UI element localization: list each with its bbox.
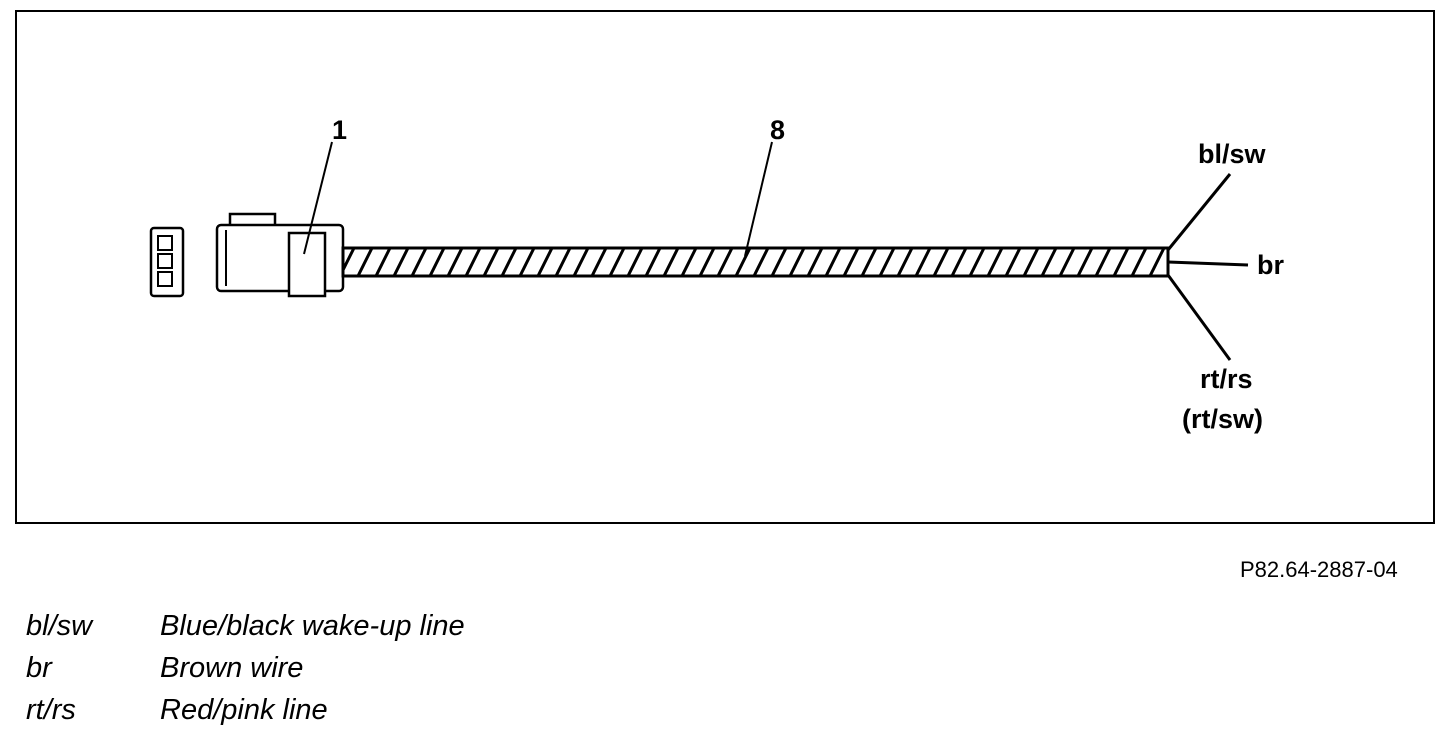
wire-label-br: br: [1257, 250, 1284, 280]
wire-label-rtsw: (rt/sw): [1182, 404, 1263, 434]
wire-label-rtrs: rt/rs: [1200, 364, 1253, 394]
legend-description: Red/pink line: [160, 693, 328, 726]
legend-row: br Brown wire: [26, 647, 465, 689]
legend: bl/sw Blue/black wake-up line br Brown w…: [26, 605, 465, 731]
wiring-harness-8: [341, 246, 1170, 278]
diagram-frame: [15, 10, 1435, 524]
legend-code: br: [26, 651, 52, 684]
wire-ends: [1166, 173, 1249, 361]
wire-br-line: [1167, 260, 1249, 267]
wire-rtrs-line: [1166, 274, 1232, 361]
legend-row: bl/sw Blue/black wake-up line: [26, 605, 465, 647]
legend-code: rt/rs: [26, 693, 76, 726]
legend-code: bl/sw: [26, 609, 93, 642]
legend-description: Blue/black wake-up line: [160, 609, 465, 642]
wire-label-blsw: bl/sw: [1198, 139, 1267, 169]
legend-description: Brown wire: [160, 651, 304, 684]
legend-row: rt/rs Red/pink line: [26, 689, 465, 731]
leader-line-8: [744, 141, 773, 257]
callout-8: 8: [770, 115, 785, 145]
connector-1: [215, 212, 345, 298]
wire-blsw-line: [1166, 173, 1232, 251]
mating-plug: [149, 226, 185, 298]
callout-1: 1: [332, 115, 347, 145]
figure-id: P82.64-2887-04: [1240, 557, 1398, 582]
leader-line-1: [303, 141, 333, 255]
